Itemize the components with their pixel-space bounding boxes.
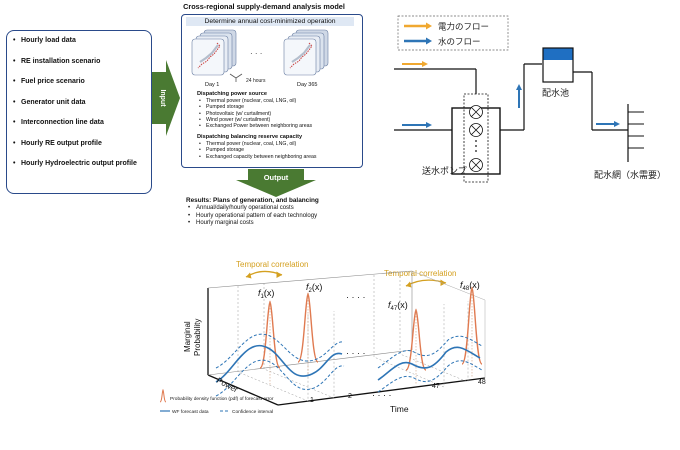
input-item: •Generator unit data — [13, 98, 86, 106]
inputs-panel: •Hourly load data •RE installation scena… — [6, 30, 152, 194]
hours-fork-icon — [229, 73, 243, 82]
f47-label: f47(x) — [388, 300, 408, 312]
pdf-curves — [259, 286, 483, 371]
model-header: Determine annual cost-minimized operatio… — [186, 17, 354, 26]
tick-48: 48 — [478, 379, 486, 386]
list-item: Wind power (w/ curtailment) — [197, 117, 312, 123]
input-arrow: Input — [152, 60, 180, 136]
results-title: Results: Plans of generation, and balanc… — [186, 197, 319, 204]
dots-mid: · · · · — [346, 348, 366, 358]
list-item: Annual/daily/hourly operational costs — [186, 205, 317, 213]
input-item: •Fuel price scenario — [13, 78, 85, 86]
day365-map-stack — [283, 29, 329, 76]
input-item: •Hourly Hydroelectric output profile — [13, 160, 137, 168]
f1-label: f1(x) — [258, 288, 274, 300]
list-item: Exchanged capacity between neighboring a… — [197, 154, 316, 160]
tick-47: 47 — [432, 383, 440, 390]
legend-pdf-icon — [159, 388, 167, 403]
legend-ci-label: Confidence interval — [232, 409, 273, 415]
wf-forecast-curves — [215, 344, 481, 383]
y-axis-label-line1: Marginal — [183, 321, 192, 352]
day-first-label: Day 1 — [205, 82, 220, 88]
network-water-arrow — [614, 121, 620, 127]
list-item: Hourly marginal costs — [186, 220, 317, 228]
tick-1: 1 — [310, 397, 314, 404]
inputs-list: •Hourly load data •RE installation scena… — [7, 31, 151, 169]
legend-power-label: 電力のフロー — [438, 22, 489, 33]
dots-bottom: · · · · — [372, 390, 392, 400]
input-arrow-label: Input — [159, 89, 166, 107]
day-maps: · · · 24 hours — [191, 29, 329, 84]
reservoir-label: 配水池 — [542, 87, 569, 99]
input-item: •Interconnection line data — [13, 119, 104, 127]
network-label: 配水網（水需要） — [594, 169, 666, 181]
dots-top: · · · · — [346, 292, 366, 302]
f48-label: f48(x) — [460, 280, 480, 292]
results-list: Annual/daily/hourly operational costs Ho… — [186, 205, 317, 228]
output-arrow-label: Output — [264, 173, 289, 182]
pump-label: 送水ポンプ — [422, 165, 467, 177]
dispatch-power-title: Dispatching power source — [197, 91, 267, 97]
list-item: Pumped storage — [197, 104, 312, 110]
inlet-water-arrow — [426, 122, 432, 128]
legend-pdf-label: Probability density function (pdf) of fo… — [170, 396, 274, 402]
list-item: Hourly operational pattern of each techn… — [186, 213, 317, 221]
power-flow-arrow — [422, 61, 428, 67]
dispatch-reserve-title: Dispatching balancing reserve capacity — [197, 134, 303, 140]
dispatch-power-list: Thermal power (nuclear, coal, LNG, oil) … — [197, 98, 312, 129]
outlet-water-arrow — [516, 84, 522, 90]
temporal-correlation-left: Temporal correlation — [236, 260, 308, 269]
temporal-correlation-right: Temporal correlation — [384, 269, 456, 278]
legend-wf-label: WF forecast data — [172, 409, 209, 415]
dispatch-reserve-list: Thermal power (nuclear, coal, LNG, oil) … — [197, 141, 316, 160]
input-item: •RE installation scenario — [13, 57, 101, 65]
time-axis — [277, 377, 486, 406]
list-item: Pumped storage — [197, 147, 316, 153]
y-axis-label-line2: Probability — [193, 319, 202, 356]
pump-icon — [469, 105, 483, 172]
list-item: Thermal power (nuclear, coal, LNG, oil) — [197, 98, 312, 104]
confidence-interval-curves — [215, 333, 483, 397]
model-title: Cross-regional supply-demand analysis mo… — [183, 2, 345, 11]
reservoir-water — [543, 48, 573, 60]
time-axis-label: Time — [390, 404, 409, 414]
f2-label: f2(x) — [306, 282, 322, 294]
water-system-diagram: 電力のフロー 水のフロー 送水ポンプ 配水池 — [394, 15, 666, 183]
day1-map-stack — [191, 29, 237, 76]
output-arrow: Output — [236, 169, 316, 197]
reservoir-tank — [542, 47, 574, 83]
hours-label: 24 hours — [246, 78, 266, 84]
day-last-label: Day 365 — [297, 82, 318, 88]
list-item: Exchanged Power between neighboring area… — [197, 123, 312, 129]
tick-2: 2 — [348, 393, 352, 400]
days-ellipsis: · · · — [250, 49, 262, 58]
input-item: •Hourly load data — [13, 37, 76, 44]
probability-diagram: Temporal correlation Temporal correlatio… — [159, 260, 486, 415]
list-item: Thermal power (nuclear, coal, LNG, oil) — [197, 141, 316, 147]
legend-box — [397, 15, 509, 51]
pdf-center-lines — [269, 288, 473, 385]
list-item: Photovoltaic (w/ curtailment) — [197, 111, 312, 117]
input-item: •Hourly RE output profile — [13, 139, 102, 147]
legend-water-label: 水のフロー — [438, 37, 481, 48]
